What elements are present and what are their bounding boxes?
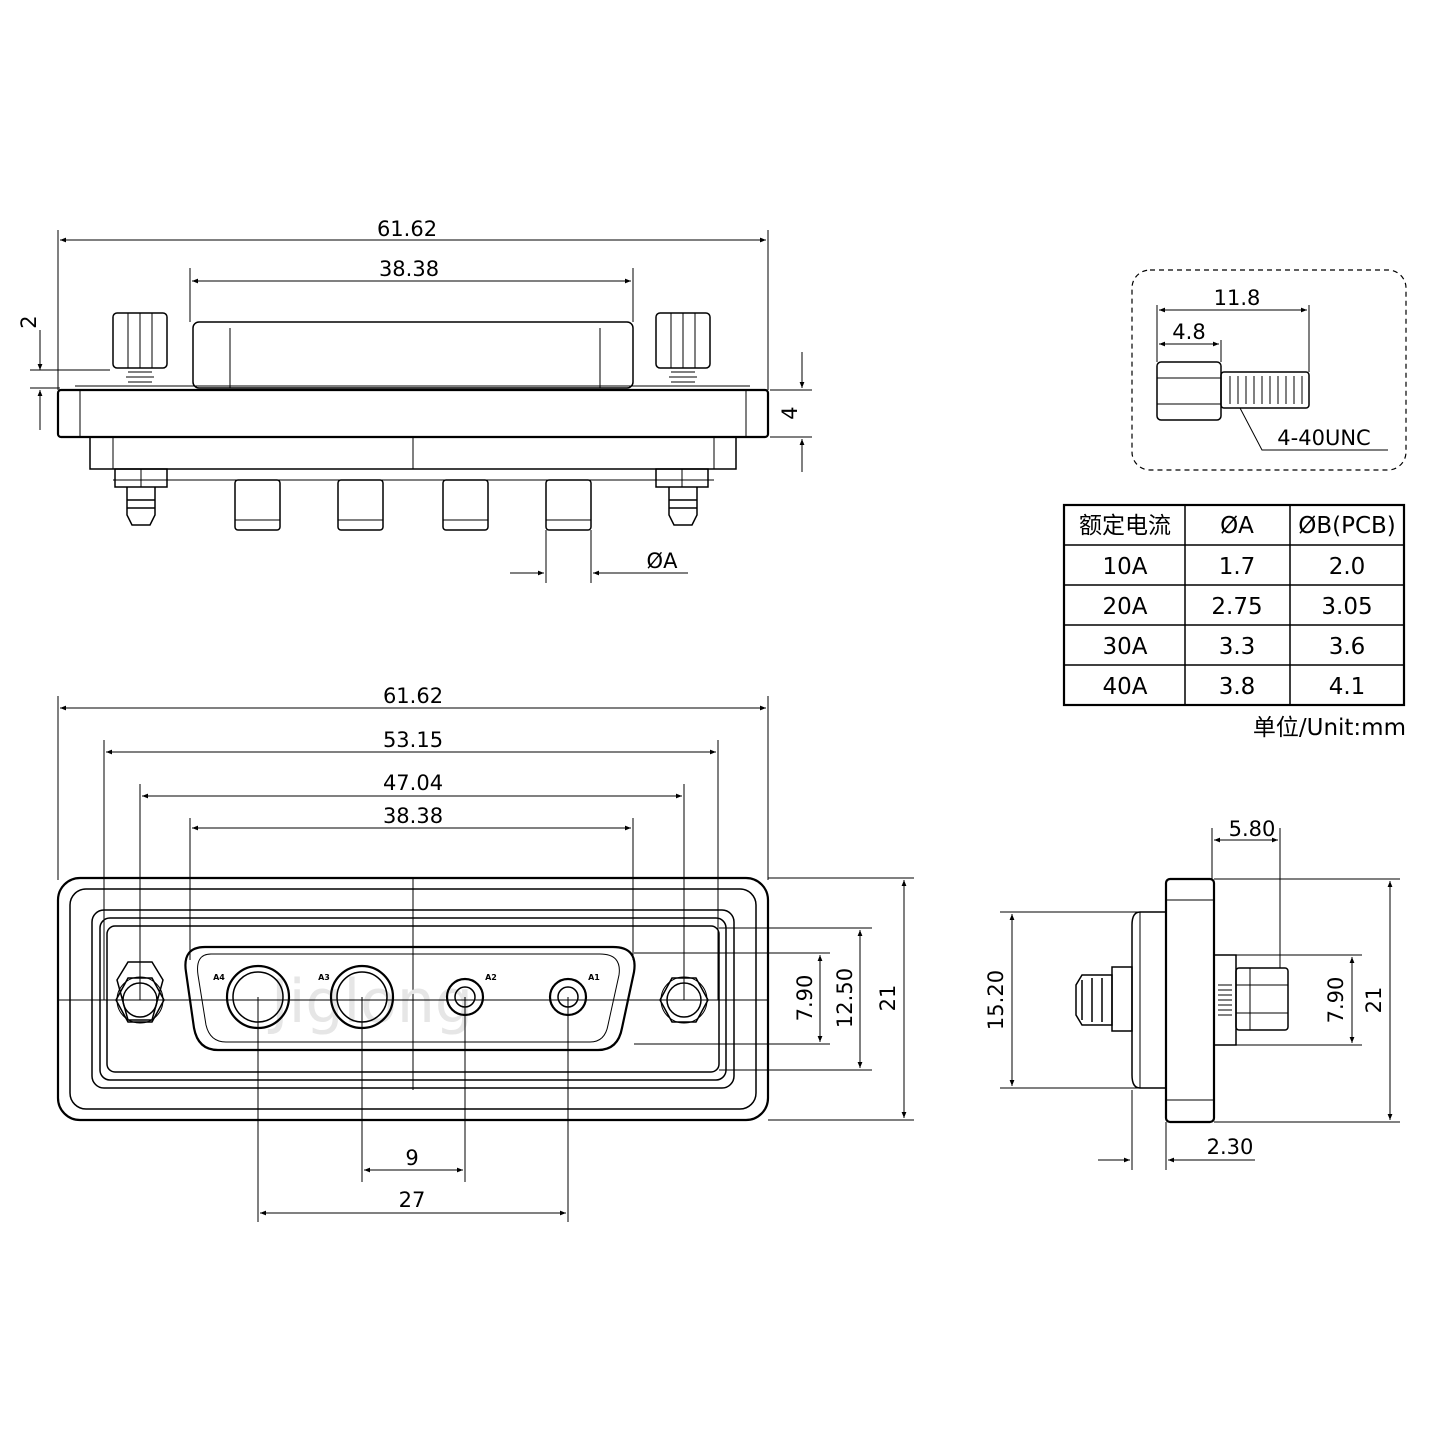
dim-label-side-shell-height: 7.90 — [1324, 977, 1348, 1024]
dim-label-side-offset-top: 5.80 — [1229, 817, 1276, 841]
screw-detail: 11.8 4.8 4-40UNC — [1131, 269, 1407, 471]
dim-label-flange-thickness: 4 — [778, 406, 802, 419]
front-view: 61.62 53.15 47.04 38.38 Jiglong — [56, 684, 914, 1222]
table-cell: 2.0 — [1329, 554, 1366, 580]
side-shell — [1131, 911, 1166, 1089]
table-cell: 3.3 — [1219, 634, 1256, 660]
contact-a2-top — [442, 479, 489, 531]
rating-table-frame — [1062, 503, 1406, 707]
dim-label-pitch-outer: 27 — [399, 1188, 426, 1212]
dim-label-body-width-top: 38.38 — [379, 257, 439, 281]
table-cell: 30A — [1102, 634, 1147, 660]
side-view: 5.80 15.20 7.90 21 2.30 — [984, 817, 1400, 1170]
table-header-diameter-a: ØA — [1220, 513, 1254, 539]
pin-label-a3: A3 — [318, 973, 330, 982]
standoff-pin-left — [126, 487, 156, 526]
dim-label-screw-head: 4.8 — [1172, 320, 1205, 344]
contact-a4-top — [234, 479, 281, 531]
dim-label-shell-width-front: 38.38 — [383, 804, 443, 828]
side-contact-stub — [1111, 966, 1133, 1032]
pin-label-a4: A4 — [213, 973, 225, 982]
dim-label-flange-inner: 47.04 — [383, 771, 443, 795]
dim-label-mount-spacing: 53.15 — [383, 728, 443, 752]
screw-hex-head — [1156, 361, 1222, 421]
d-sub-insert — [184, 945, 636, 1052]
shell-inner-front — [106, 925, 720, 1073]
flange-front — [56, 876, 770, 1122]
dim-label-screw-length: 11.8 — [1214, 286, 1261, 310]
table-cell: 3.6 — [1329, 634, 1366, 660]
flange-top — [56, 388, 770, 439]
contact-a3-top — [337, 479, 384, 531]
standoff-pin-right — [668, 487, 698, 526]
dim-label-pin-diameter: ØA — [647, 549, 679, 573]
shell-outer-front — [91, 909, 735, 1089]
top-view: 61.62 38.38 2 4 — [17, 217, 812, 583]
table-header-current: 额定电流 — [1079, 513, 1171, 539]
table-cell: 2.75 — [1211, 594, 1262, 620]
screw-head-right — [655, 312, 711, 387]
table-header-diameter-b: ØB(PCB) — [1298, 513, 1396, 539]
side-contact-tail — [1075, 974, 1113, 1026]
dim-label-overall-height: 21 — [876, 985, 900, 1012]
side-flange — [1164, 877, 1216, 1124]
dim-label-side-overall-height: 21 — [1362, 987, 1386, 1014]
dim-label-pitch-small: 9 — [405, 1146, 418, 1170]
contact-a1-top — [545, 479, 592, 531]
screw-detail-frame — [1131, 269, 1407, 471]
dim-label-overall-width-top: 61.62 — [377, 217, 437, 241]
table-cell: 3.05 — [1321, 594, 1372, 620]
table-cell: 3.8 — [1219, 674, 1256, 700]
dim-label-shell-height: 7.90 — [793, 975, 817, 1022]
rating-table: 额定电流 ØA ØB(PCB) 10A 1.7 2.0 20A 2.75 3.0… — [1062, 503, 1406, 741]
connector-shell-top — [192, 321, 634, 389]
dim-label-side-offset-bottom: 2.30 — [1207, 1135, 1254, 1159]
table-cell: 40A — [1102, 674, 1147, 700]
screw-thread — [1220, 371, 1310, 409]
pin-label-a1: A1 — [588, 973, 600, 982]
table-cell: 10A — [1102, 554, 1147, 580]
thread-spec-label: 4-40UNC — [1277, 426, 1370, 450]
screw-head-left — [112, 312, 168, 387]
watermark: Jiglong — [267, 967, 473, 1037]
dim-label-screw-offset: 2 — [17, 315, 41, 328]
table-cell: 4.1 — [1329, 674, 1366, 700]
side-nut — [1235, 967, 1289, 1031]
table-cell: 20A — [1102, 594, 1147, 620]
dim-label-overall-width-front: 61.62 — [383, 684, 443, 708]
unit-note: 单位/Unit:mm — [1253, 715, 1406, 741]
dim-label-inner-height: 12.50 — [833, 968, 857, 1028]
contact-a1: A1 — [548, 973, 600, 1017]
dim-label-side-body-height: 15.20 — [984, 970, 1008, 1030]
pin-label-a2: A2 — [485, 973, 497, 982]
table-cell: 1.7 — [1219, 554, 1256, 580]
